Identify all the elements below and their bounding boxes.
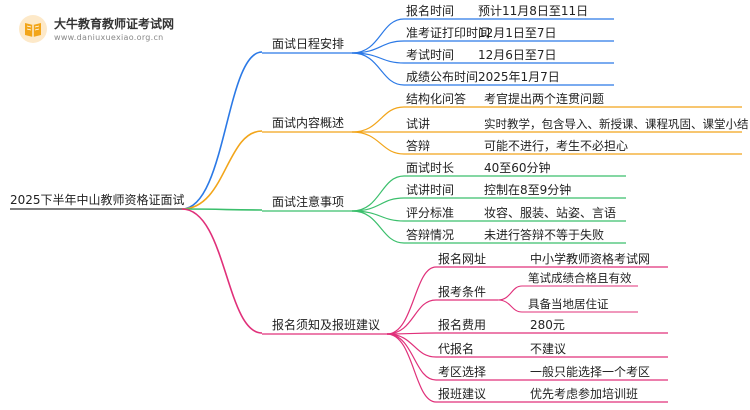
branch-3-leaf-4-label: 答辩情况 <box>406 227 454 242</box>
branch-3-leaf-2-value: 控制在8至9分钟 <box>484 182 571 197</box>
branch-2-leaf-3-label: 答辩 <box>406 138 430 153</box>
branch-4-leaf-5-value: 一般只能选择一个考区 <box>530 364 650 379</box>
branch-3-leaf-3-label: 评分标准 <box>406 206 454 220</box>
branch-3-leaf-4-value: 未进行答辩不等于失败 <box>484 227 604 242</box>
branch-3-leaf-1-link <box>351 175 405 212</box>
branch-4-leaf-4-label: 代报名 <box>438 341 474 356</box>
branch-1-leaf-1-label: 报名时间 <box>406 3 454 18</box>
branch-1-leaf-4-label: 成绩公布时间 <box>406 70 478 84</box>
branch-4-leaf-2-value-1: 笔试成绩合格且有效 <box>528 271 632 285</box>
branch-4-leaf-1-value: 中小学教师资格考试网 <box>530 251 650 266</box>
branch-3-leaf-1-value: 40至60分钟 <box>484 160 551 175</box>
branch-2-leaf-2-value: 实时教学，包含导入、新授课、课程巩固、课堂小结 <box>484 117 749 131</box>
branch-1-leaf-4-link <box>351 52 405 86</box>
branch-4-link <box>181 208 263 334</box>
branch-4-leaf-2-value-1-link <box>497 285 523 301</box>
branch-3-label: 面试注意事项 <box>272 194 344 209</box>
branch-2-leaf-3-value: 可能不进行，考生不必担心 <box>484 139 628 153</box>
branch-4-leaf-4-value: 不建议 <box>530 342 566 356</box>
branch-1-leaf-1-link <box>351 18 405 54</box>
branch-4-leaf-2-link <box>386 299 437 335</box>
branch-1-link <box>181 51 263 210</box>
branch-3-leaf-4-link <box>351 210 405 244</box>
branch-2-label: 面试内容概述 <box>272 115 344 130</box>
branch-2-leaf-2-label: 试讲 <box>406 116 430 131</box>
branch-4-leaf-1-link <box>386 266 437 335</box>
root-label: 2025下半年中山教师资格证面试 <box>10 192 185 207</box>
branch-3-leaf-1-label: 面试时长 <box>406 160 454 175</box>
branch-4-leaf-2-value-2: 具备当地居住证 <box>528 297 609 311</box>
branch-2-leaf-3-link <box>351 131 405 155</box>
branch-1-leaf-2-link <box>351 40 405 54</box>
branch-1-leaf-2-value: 12月1日至7日 <box>478 26 557 40</box>
branch-4-leaf-3-label: 报名费用 <box>438 317 486 332</box>
branch-4-leaf-2-label: 报考条件 <box>438 284 486 299</box>
branch-4-leaf-5-link <box>386 333 437 381</box>
branch-4-leaf-6-link <box>386 333 437 403</box>
branch-3-link <box>181 208 263 211</box>
branch-1-leaf-4-value: 2025年1月7日 <box>478 70 560 84</box>
branch-4-label: 报名须知及报班建议 <box>272 317 380 332</box>
branch-2-leaf-1-value: 考官提出两个连贯问题 <box>484 91 604 106</box>
branch-4-leaf-1-label: 报名网址 <box>438 251 486 266</box>
branch-3-leaf-3-value: 妆容、服装、站姿、言语 <box>484 205 616 220</box>
branch-1-leaf-3-value: 12月6日至7日 <box>478 48 557 62</box>
branch-2-link <box>181 130 263 210</box>
branch-4-leaf-5-label: 考区选择 <box>438 365 486 379</box>
branch-4-leaf-3-value: 280元 <box>530 318 565 332</box>
brand-logo: 大牛教育教师证考试网 www.daniuxuexiao.org.cn <box>18 14 178 48</box>
branch-4-leaf-6-value: 优先考虑参加培训班 <box>530 386 638 401</box>
branch-1-leaf-3-label: 考试时间 <box>406 47 454 62</box>
branch-3-leaf-2-label: 试讲时间 <box>406 182 454 197</box>
brand-url: www.daniuxuexiao.org.cn <box>54 33 164 42</box>
branch-1-leaf-1-value: 预计11月8日至11日 <box>478 4 588 18</box>
branch-4-leaf-6-label: 报班建议 <box>438 386 486 401</box>
book-icon <box>19 15 47 43</box>
branch-2-leaf-1-link <box>351 106 405 133</box>
branch-1-label: 面试日程安排 <box>272 36 344 51</box>
branch-2-leaf-1-label: 结构化问答 <box>406 91 466 106</box>
brand-title: 大牛教育教师证考试网 <box>54 17 175 31</box>
branch-1-leaf-2-label: 准考证打印时间 <box>406 26 490 40</box>
branch-4-leaf-2-value-2-link <box>497 299 523 313</box>
branch-3-leaf-2-link <box>351 197 405 212</box>
